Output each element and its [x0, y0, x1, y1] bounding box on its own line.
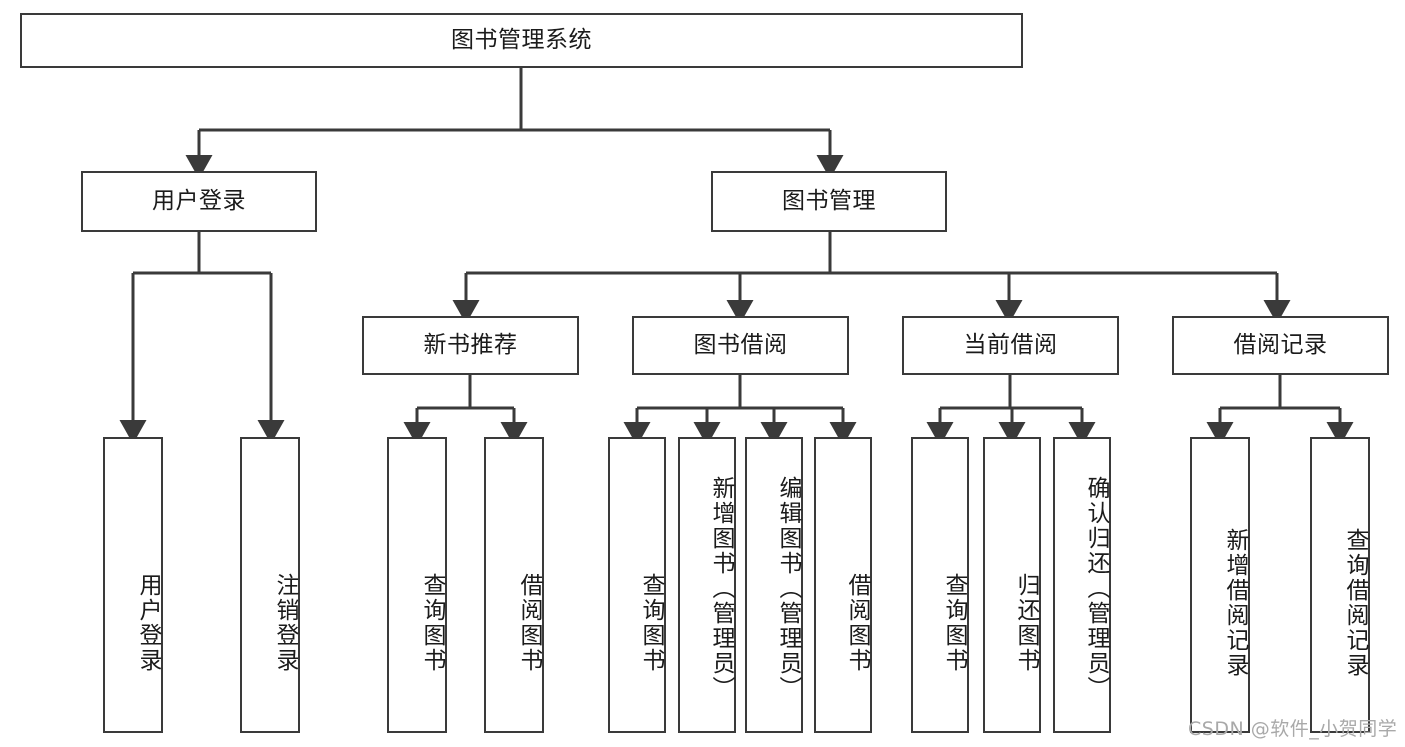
node-borrow-records-label: 借阅记录 — [1233, 331, 1328, 358]
leaf-add-borrow-record[interactable]: 新增借阅记录 — [1190, 437, 1250, 733]
node-new-book-recommend-label: 新书推荐 — [423, 331, 518, 358]
leaf-logout-label: 注销登录 — [272, 573, 298, 673]
node-current-borrow-label: 当前借阅 — [963, 331, 1058, 358]
leaf-query-book-recommend[interactable]: 查询图书 — [387, 437, 447, 733]
leaf-return-book[interactable]: 归还图书 — [983, 437, 1041, 733]
leaf-borrow-book[interactable]: 借阅图书 — [814, 437, 872, 733]
leaf-add-book-admin[interactable]: 新增图书（管理员） — [678, 437, 736, 733]
leaf-user-login-label: 用户登录 — [135, 573, 161, 673]
node-user-login-label: 用户登录 — [152, 187, 246, 214]
leaf-query-book-borrow-label: 查询图书 — [638, 573, 664, 673]
leaf-add-borrow-record-label: 新增借阅记录 — [1222, 528, 1248, 678]
node-root[interactable]: 图书管理系统 — [20, 13, 1023, 68]
node-root-label: 图书管理系统 — [451, 26, 592, 53]
csdn-watermark: CSDN @软件_小贺同学 — [1188, 718, 1398, 740]
leaf-return-book-label: 归还图书 — [1013, 573, 1039, 673]
leaf-logout[interactable]: 注销登录 — [240, 437, 300, 733]
leaf-user-login[interactable]: 用户登录 — [103, 437, 163, 733]
leaf-query-book-recommend-label: 查询图书 — [419, 573, 445, 673]
node-book-management[interactable]: 图书管理 — [711, 171, 947, 232]
leaf-borrow-book-recommend[interactable]: 借阅图书 — [484, 437, 544, 733]
leaf-borrow-book-recommend-label: 借阅图书 — [516, 573, 542, 673]
leaf-query-borrow-record-label: 查询借阅记录 — [1342, 528, 1368, 678]
leaf-edit-book-admin-label: 编辑图书（管理员） — [775, 475, 801, 701]
leaf-edit-book-admin[interactable]: 编辑图书（管理员） — [745, 437, 803, 733]
leaf-confirm-return-admin-label: 确认归还（管理员） — [1083, 475, 1109, 701]
leaf-query-book-current[interactable]: 查询图书 — [911, 437, 969, 733]
leaf-query-book-borrow[interactable]: 查询图书 — [608, 437, 666, 733]
leaf-confirm-return-admin[interactable]: 确认归还（管理员） — [1053, 437, 1111, 733]
leaf-query-book-current-label: 查询图书 — [941, 573, 967, 673]
node-user-login[interactable]: 用户登录 — [81, 171, 317, 232]
leaf-borrow-book-label: 借阅图书 — [844, 573, 870, 673]
node-borrow-records[interactable]: 借阅记录 — [1172, 316, 1389, 375]
node-current-borrow[interactable]: 当前借阅 — [902, 316, 1119, 375]
node-new-book-recommend[interactable]: 新书推荐 — [362, 316, 579, 375]
node-book-borrow-label: 图书借阅 — [693, 331, 788, 358]
leaf-add-book-admin-label: 新增图书（管理员） — [708, 475, 734, 701]
node-book-borrow[interactable]: 图书借阅 — [632, 316, 849, 375]
node-book-management-label: 图书管理 — [782, 187, 876, 214]
leaf-query-borrow-record[interactable]: 查询借阅记录 — [1310, 437, 1370, 733]
